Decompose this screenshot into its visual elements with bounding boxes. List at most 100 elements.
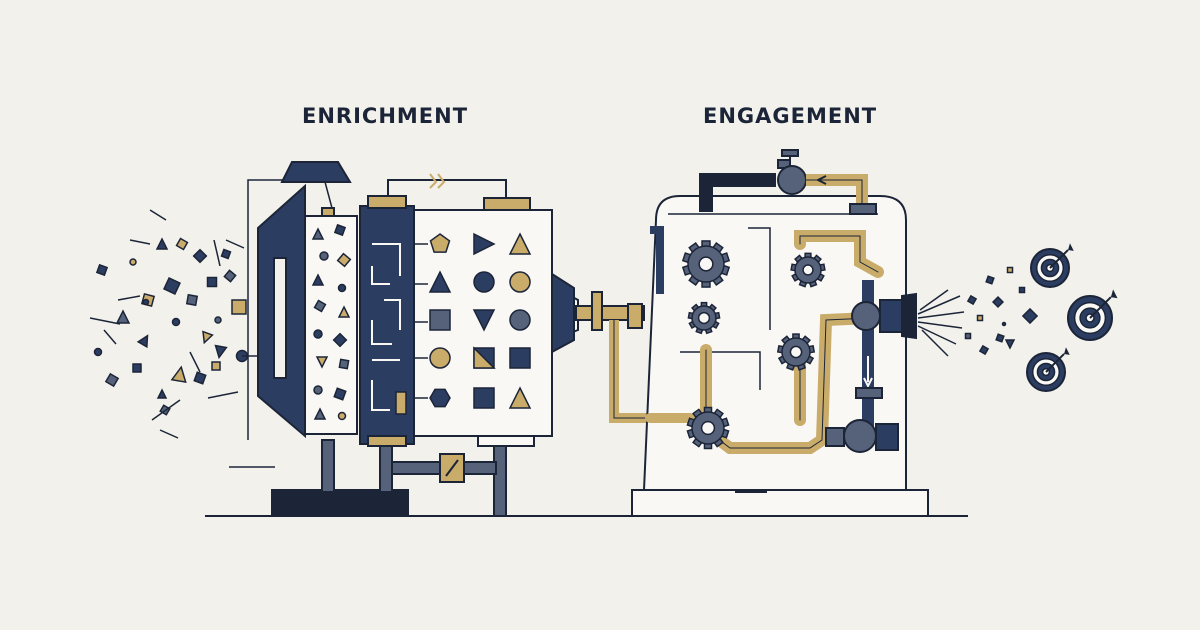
target-icon [1026, 347, 1070, 392]
square-shape [313, 299, 327, 313]
square-shape [211, 361, 221, 371]
triangle-shape [472, 309, 496, 332]
square-shape [333, 387, 347, 401]
triangle-shape [473, 232, 496, 256]
gear-icons [681, 240, 826, 450]
scatter-stroke [117, 295, 141, 301]
triangle-shape [508, 386, 532, 409]
triangle-shape [155, 237, 169, 250]
circle-shape [337, 411, 347, 421]
circle-shape [509, 271, 531, 293]
triangle-shape [214, 344, 228, 360]
scatter-stroke [151, 399, 181, 421]
square-shape [132, 363, 142, 373]
triangle-shape [473, 346, 496, 369]
square-shape [185, 293, 199, 307]
scatter-stroke [103, 329, 117, 345]
square-shape [991, 295, 1005, 309]
engagement-machine [631, 149, 929, 517]
gear-hole [698, 256, 714, 272]
gear-hole [802, 264, 814, 276]
circle-shape [337, 283, 347, 293]
gear-icon [681, 240, 731, 288]
output-spray [917, 266, 1039, 357]
sorted-shapes [428, 232, 532, 409]
triangle-shape [170, 365, 187, 384]
square-shape [985, 275, 995, 285]
square-shape [964, 332, 972, 340]
square-shape [473, 387, 495, 409]
gear-hole [789, 345, 803, 359]
hexagon-shape [429, 388, 451, 408]
square-shape [175, 237, 189, 251]
arrow-fletching [1068, 243, 1074, 251]
square-shape [978, 344, 990, 356]
square-shape [333, 223, 347, 237]
arrow-shaft [1089, 296, 1112, 319]
circle-shape [473, 271, 495, 293]
gear-hole [700, 420, 716, 436]
spray-line [917, 325, 957, 345]
gear-hole [697, 311, 711, 325]
square-shape [332, 332, 348, 348]
triangle-shape [315, 356, 329, 369]
spray-line [917, 321, 963, 329]
scatter-stroke [129, 239, 151, 245]
square-shape [338, 358, 350, 370]
scatter-stroke [149, 209, 167, 221]
scatter-stroke [207, 391, 239, 399]
spray-line [919, 289, 949, 311]
square-shape [220, 248, 232, 260]
target-icons [1026, 243, 1118, 392]
target-icon [1067, 289, 1118, 341]
scatter-stroke [89, 317, 121, 325]
triangle-shape [311, 273, 325, 286]
connecting-pipe [575, 291, 650, 423]
square-shape [1018, 286, 1026, 294]
square-shape [509, 347, 531, 369]
split-square-shape [473, 346, 496, 369]
arrow-shaft [1045, 353, 1065, 373]
gear-icon [686, 406, 730, 450]
triangle-shape [115, 309, 131, 324]
circle-shape [93, 347, 103, 357]
engagement-label: ENGAGEMENT [703, 104, 878, 128]
square-shape [192, 248, 208, 264]
square-shape [1006, 266, 1014, 274]
gear-icon [776, 333, 816, 371]
target-icon [1030, 243, 1074, 288]
circle-shape [214, 316, 222, 324]
square-shape [429, 309, 451, 331]
pentagon-shape [429, 233, 451, 253]
spray-line [921, 329, 949, 357]
circle-shape [509, 309, 531, 331]
square-shape [193, 371, 207, 385]
circle-shape [313, 329, 323, 339]
enrichment-machine [229, 161, 579, 517]
square-shape [104, 372, 120, 388]
triangle-shape [508, 232, 532, 255]
square-shape [966, 294, 978, 306]
circle-shape [319, 251, 329, 261]
square-shape [231, 299, 247, 315]
scatter-stroke [225, 239, 245, 249]
gear-icon [790, 252, 826, 288]
triangle-shape [1004, 339, 1016, 350]
scatter-stroke [189, 351, 201, 373]
circle-shape [171, 317, 181, 327]
triangle-shape [313, 407, 327, 420]
arrow-shaft [1049, 249, 1069, 269]
square-shape [206, 276, 218, 288]
circle-shape [142, 298, 150, 306]
triangle-shape [337, 305, 351, 318]
hopper-contents [311, 223, 352, 421]
circle-shape [429, 347, 451, 369]
triangle-shape [202, 330, 214, 345]
square-shape [995, 333, 1005, 343]
triangle-shape [311, 227, 325, 240]
spray-line [917, 311, 965, 319]
gear-icon [687, 301, 721, 335]
scatter-stroke [213, 239, 221, 267]
